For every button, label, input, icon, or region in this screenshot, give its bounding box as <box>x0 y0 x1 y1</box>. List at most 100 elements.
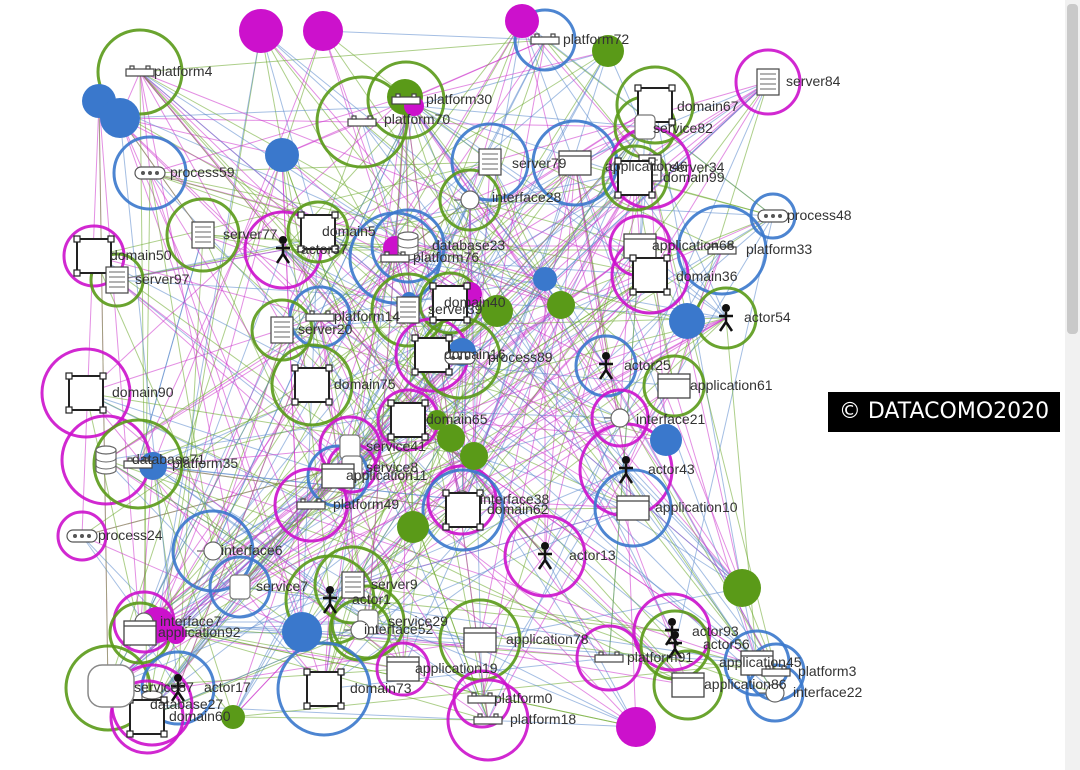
application-icon[interactable] <box>321 463 355 489</box>
interface-icon[interactable] <box>759 683 785 703</box>
platform-icon[interactable] <box>380 251 410 263</box>
actor-icon[interactable] <box>718 304 734 332</box>
actor-icon[interactable] <box>275 236 291 264</box>
server-icon[interactable] <box>341 571 365 599</box>
scrollbar-thumb[interactable] <box>1067 4 1078 334</box>
interface-icon[interactable] <box>197 541 223 561</box>
interface-icon[interactable] <box>344 620 370 640</box>
domain62-ring[interactable] <box>421 468 505 552</box>
platform-icon[interactable] <box>594 651 624 663</box>
server97-ring[interactable] <box>89 252 145 308</box>
magenta-dot[interactable] <box>239 9 283 53</box>
application-icon[interactable] <box>657 373 691 399</box>
green-dot[interactable] <box>437 424 465 452</box>
platform4-ring[interactable] <box>96 28 184 116</box>
magenta-dot[interactable] <box>616 707 656 747</box>
actor-icon[interactable] <box>598 352 614 380</box>
domain-icon[interactable] <box>73 235 115 277</box>
process59-ring[interactable] <box>112 135 188 211</box>
blue-dot[interactable] <box>533 267 557 291</box>
domain-icon[interactable] <box>65 372 107 414</box>
green-dot[interactable] <box>723 569 761 607</box>
actor17-ring[interactable] <box>140 650 216 726</box>
interface21-ring[interactable] <box>590 388 650 448</box>
green-dot[interactable] <box>427 410 447 430</box>
domain99-ring[interactable] <box>601 144 669 212</box>
application-icon[interactable] <box>558 150 592 176</box>
domain-icon[interactable] <box>303 668 345 710</box>
process24-ring[interactable] <box>56 510 108 562</box>
application10-ring[interactable] <box>593 468 673 548</box>
interface6-ring[interactable] <box>171 509 255 593</box>
actor-icon[interactable] <box>537 542 553 570</box>
platform18-ring[interactable] <box>446 678 530 762</box>
server-icon[interactable] <box>191 221 215 249</box>
domain40-ring[interactable] <box>418 271 482 335</box>
actor13-ring[interactable] <box>503 514 587 598</box>
blue-dot[interactable] <box>100 98 140 138</box>
application11-ring[interactable] <box>306 444 370 508</box>
platform76-ring[interactable] <box>348 211 442 305</box>
vertical-scrollbar[interactable] <box>1065 0 1080 770</box>
domain90-ring[interactable] <box>40 347 132 439</box>
domain-icon[interactable] <box>629 254 671 296</box>
interface28-ring[interactable] <box>438 168 502 232</box>
server-icon[interactable] <box>396 296 420 324</box>
platform-icon[interactable] <box>761 665 791 677</box>
platform35-ring[interactable] <box>92 418 184 510</box>
database23-ring[interactable] <box>370 208 446 284</box>
domain-icon[interactable] <box>442 489 484 531</box>
server84-ring[interactable] <box>734 48 802 116</box>
blue-dot[interactable] <box>282 612 322 652</box>
green-dot[interactable] <box>397 511 429 543</box>
actor93-ring[interactable] <box>632 592 712 672</box>
platform-icon[interactable] <box>347 115 377 127</box>
application-icon[interactable] <box>123 620 157 646</box>
actor-icon[interactable] <box>322 586 338 614</box>
interface-icon[interactable] <box>454 190 480 210</box>
platform91-ring[interactable] <box>575 624 643 692</box>
interface38-ring[interactable] <box>426 464 498 536</box>
application61-ring[interactable] <box>642 354 706 418</box>
green-dot[interactable] <box>547 291 575 319</box>
platform-icon[interactable] <box>473 713 503 725</box>
platform49-ring[interactable] <box>273 467 349 543</box>
domain-icon[interactable] <box>411 334 453 376</box>
server-icon[interactable] <box>478 148 502 176</box>
application-icon[interactable] <box>386 656 420 682</box>
process-icon[interactable] <box>444 351 476 365</box>
blue-dot[interactable] <box>650 424 682 456</box>
domain-icon[interactable] <box>429 282 471 324</box>
application-icon[interactable] <box>616 495 650 521</box>
domain-icon[interactable] <box>614 157 656 199</box>
application-icon[interactable] <box>463 627 497 653</box>
domain5-ring[interactable] <box>286 200 350 264</box>
magenta-dot[interactable] <box>166 624 186 644</box>
database-icon[interactable] <box>95 445 117 475</box>
actor-icon[interactable] <box>664 618 680 646</box>
application-icon[interactable] <box>671 672 705 698</box>
actor25-ring[interactable] <box>574 334 638 398</box>
server-icon[interactable] <box>756 68 780 96</box>
application45-ring[interactable] <box>723 629 791 697</box>
server-icon[interactable] <box>270 316 294 344</box>
server77-ring[interactable] <box>165 197 241 273</box>
green-dot[interactable] <box>221 705 245 729</box>
application19-ring[interactable] <box>375 641 431 697</box>
actor-icon[interactable] <box>667 631 683 659</box>
process-icon[interactable] <box>757 209 789 223</box>
platform-icon[interactable] <box>467 692 497 704</box>
platform-icon[interactable] <box>391 93 421 105</box>
platform70-ring[interactable] <box>315 75 409 169</box>
process-icon[interactable] <box>134 166 166 180</box>
platform30-ring[interactable] <box>366 60 446 140</box>
server-icon[interactable] <box>105 266 129 294</box>
actor-icon[interactable] <box>618 456 634 484</box>
interface22-ring[interactable] <box>745 663 805 723</box>
domain60-ring[interactable] <box>109 679 185 755</box>
platform-icon[interactable] <box>123 457 153 469</box>
interface-icon[interactable] <box>604 408 630 428</box>
service-icon[interactable] <box>634 114 656 140</box>
magenta-dot[interactable] <box>505 4 539 38</box>
